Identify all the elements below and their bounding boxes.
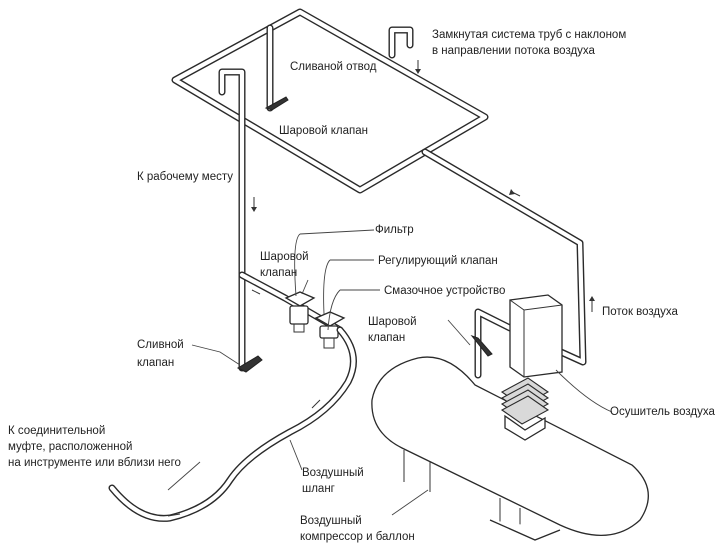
leader-lines xyxy=(167,229,613,516)
label-air-hose-line2: шланг xyxy=(302,483,335,495)
regulating-valve-unit xyxy=(314,311,346,349)
air-dryer xyxy=(509,294,563,378)
label-ball-valve-right-line1: Шаровой xyxy=(368,316,417,328)
label-closed-loop-line2: в направлении потока воздуха xyxy=(432,45,595,57)
workplace-drop-pipe xyxy=(218,68,263,373)
label-ball-valve-mid-line2: клапан xyxy=(260,267,298,279)
tank-to-dryer-pipe xyxy=(470,308,514,379)
air-hose xyxy=(108,326,357,522)
label-ball-valve-top: Шаровой клапан xyxy=(279,125,368,137)
filter-unit xyxy=(284,291,316,333)
label-air-flow: Поток воздуха xyxy=(602,306,678,318)
label-regulating-valve: Регулирующий клапан xyxy=(378,255,498,267)
label-coupling-line3: на инструменте или вблизи него xyxy=(8,457,181,469)
label-air-dryer: Осушитель воздуха xyxy=(610,406,715,418)
air-receiver-tank xyxy=(371,356,649,541)
label-drain-valve-line2: клапан xyxy=(137,357,175,369)
label-compressor-line2: компрессор и баллон xyxy=(300,531,415,543)
compressor-head xyxy=(500,377,550,441)
label-coupling-line2: муфте, расположенной xyxy=(8,441,133,453)
closed-loop-pipe xyxy=(171,8,489,194)
label-drain-valve-line1: Сливной xyxy=(137,339,184,351)
drain-branch-pipe xyxy=(264,24,289,112)
label-compressor-line1: Воздушный xyxy=(300,515,362,527)
label-air-hose-line1: Воздушный xyxy=(302,467,364,479)
label-to-workplace: К рабочему месту xyxy=(137,171,233,183)
label-ball-valve-mid-line1: Шаровой xyxy=(260,251,309,263)
label-coupling-line1: К соединительной xyxy=(8,425,106,437)
flow-arrows xyxy=(167,60,595,517)
return-pipe xyxy=(421,148,587,366)
label-closed-loop-line1: Замкнутая система труб с наклоном xyxy=(432,29,627,41)
gooseneck-pipe-right xyxy=(388,26,414,59)
label-filter: Фильтр xyxy=(375,224,414,236)
label-drain-branch: Сливаной отвод xyxy=(290,61,377,73)
label-lubricator: Смазочное устройство xyxy=(384,285,506,297)
label-ball-valve-right-line2: клапан xyxy=(368,332,406,344)
